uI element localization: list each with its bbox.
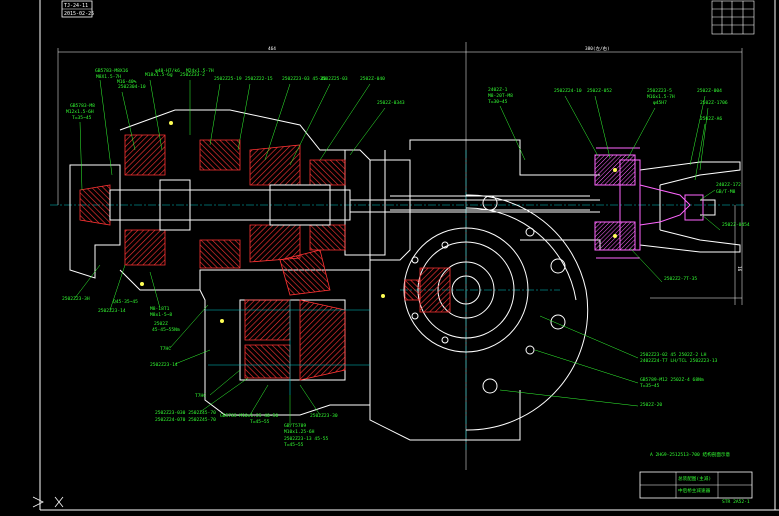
callout-label: GB5789-M12 2502Z-4 68Nm (640, 377, 704, 383)
top-tag-line-1: TJ-24-11 (64, 3, 88, 9)
callout-label: M12x1.5-6H (66, 109, 94, 115)
callout-label: T=45~55 (250, 419, 270, 425)
callout-label: 2502Z23-30 (310, 413, 338, 419)
callout-label: 2502Z23-02 45 2502Z-2 LH (640, 352, 707, 358)
callout-label: 2502Z-1706 (700, 100, 728, 106)
callout-label: 2502Z-052 (587, 88, 612, 94)
fastener-bolts (140, 121, 617, 323)
dim-label-right: 380(左/右) (585, 45, 610, 52)
callout-label: 2402Z24-T7 LH/TCL 2502Z23-13 (640, 358, 718, 364)
callout-label: 2502Z2-7T-35 (664, 276, 697, 282)
callout-label: M24x1.5-7H (186, 68, 214, 74)
callouts-right: 2402Z-1M8-20T-M8T=30~45 2502Z24-10 2502Z-0… (488, 87, 750, 408)
output-yoke (639, 161, 741, 253)
callout-label: 2502Z23-5 (647, 88, 672, 94)
callout-label: T7HC (160, 346, 171, 352)
callout-label: T=35~45 (640, 383, 660, 389)
dim-label-vertical: 16 (736, 266, 742, 272)
callout-label: 2402Z-172 (716, 182, 741, 188)
callout-label: 2502Z23-14 (98, 308, 126, 314)
callout-label: T=35~45 (72, 115, 92, 121)
callout-label: 2502Z-0343 (377, 100, 405, 106)
leader-lines (74, 79, 721, 425)
callout-label: GB/T-M8 (716, 189, 736, 195)
callout-label: 2502Z-004 (697, 88, 722, 94)
callout-label: M10x1.25-6H (284, 429, 315, 435)
dim-label-left: 464 (268, 46, 276, 52)
title-code: STR 2A52-1 (722, 499, 750, 505)
callout-label: M16x1.5-7H (647, 94, 675, 100)
top-tag-line-2: 2015-02-25 (64, 11, 94, 17)
callout-label: 2502Z24-070 2502Z45-70 (155, 417, 216, 423)
housing-outline (69, 109, 601, 441)
callout-label: T7HC (195, 393, 206, 399)
callout-label: 2402Z-1 (488, 87, 508, 93)
callout-label: GB5783-M8X16 (95, 68, 128, 74)
pinion-axis (205, 300, 370, 395)
callout-label: 2502Z23-03 45-40 (282, 76, 326, 82)
top-tag: TJ-24-11 2015-02-25 (61, 0, 94, 18)
callout-label: 2502Z22-15 (245, 76, 273, 82)
callout-label: 2502Z-0454 (722, 222, 750, 228)
callout-label: 2502Z25-03 (320, 76, 348, 82)
callout-label: 2502Z23-13 45-55 (284, 436, 328, 442)
callout-label: 2502Z25-19 (214, 76, 242, 82)
callout-label: 2502304-10 (118, 84, 146, 90)
callout-label: M8-18T1 (150, 306, 170, 312)
section-hatching (79, 134, 451, 381)
differential-housing (403, 194, 589, 431)
callout-label: Q45-35~45 (113, 299, 138, 305)
callout-label: 2502Z33-2 (180, 72, 205, 78)
origin-marker (32, 496, 64, 508)
callout-label: 2502Z24-10 (554, 88, 582, 94)
callout-label: M8x1-5~8 (150, 312, 172, 318)
callout-label: 2502Z23-3H (62, 296, 90, 302)
title-block: 总装配图(主减) 中后桥主减速器 STR 2A52-1 (639, 471, 753, 505)
callout-label: M8X1.5-7H (96, 74, 121, 80)
callout-label: T=30~45 (488, 99, 508, 105)
title-row-2: 中后桥主减速器 (678, 487, 711, 494)
input-shaft (109, 179, 600, 231)
callout-label: 2502Z (154, 321, 168, 327)
callout-label: GB5783-M10x1.25 40-50 (220, 413, 278, 419)
callout-label: φ45H7 (653, 100, 667, 106)
drawing-note: A 2HG9-2512513-700 结构剖面示意 (650, 451, 731, 458)
callout-label: M8-20T-M8 (488, 93, 513, 99)
callout-label: 2502Z-040 (360, 76, 385, 82)
callout-label: φ48-H7/k6 (155, 68, 180, 74)
callout-label: GB5783-M8 (70, 103, 95, 109)
callout-label: 2502Z-20 (640, 402, 662, 408)
callout-label: M18x1.5-6g (145, 72, 173, 78)
callout-label: 2502Z23-14 (150, 362, 178, 368)
callout-label: 2502Z23-030 2502Z45-70 (155, 410, 216, 416)
flange-assembly (594, 147, 704, 259)
revision-grid (711, 0, 755, 35)
callout-label: M16-40% (117, 79, 137, 85)
callout-label: T=45~55 (284, 442, 304, 448)
drawing-frame (39, 0, 779, 511)
callout-label: 45-45~55Nm (152, 327, 180, 333)
title-row-1: 总装配图(主减) (678, 475, 711, 482)
callout-label: 2502Z-A6 (700, 116, 722, 122)
callout-label: GB/T5789 (284, 423, 306, 429)
